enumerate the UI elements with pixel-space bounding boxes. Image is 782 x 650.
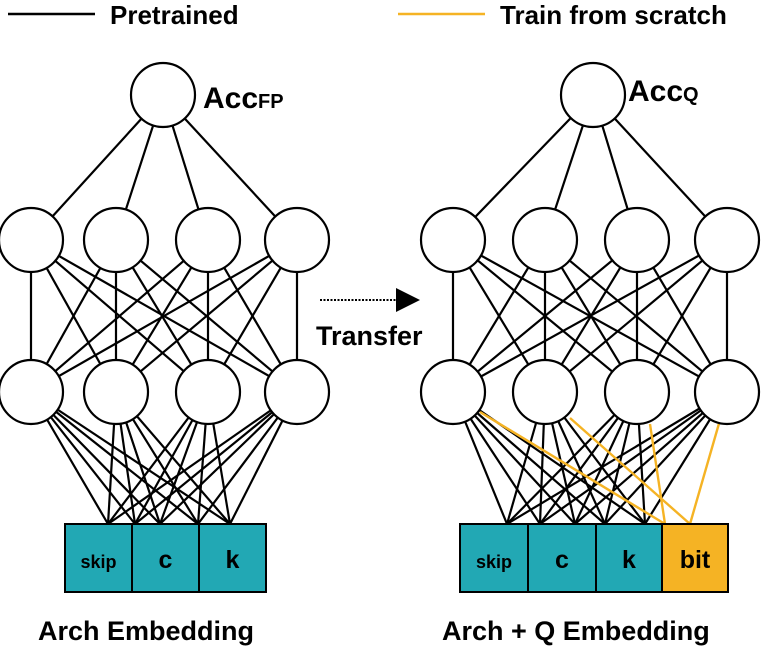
left-edge (30, 239, 209, 393)
right-node (603, 358, 671, 426)
left-node (82, 206, 150, 274)
right-embedding-label-k: k (622, 546, 636, 574)
right-scratch-edges (479, 410, 722, 526)
right-node (511, 358, 579, 426)
left-output-label: AccFP (203, 82, 284, 115)
right-node (511, 206, 579, 274)
right-edge (574, 391, 728, 525)
left-edge (30, 391, 199, 525)
transfer-label: Transfer (316, 321, 423, 351)
right-embedding-cell-bit (661, 523, 729, 593)
left-embedding-cell-skip (64, 523, 133, 593)
right-edge (452, 94, 594, 241)
right-scratch-edge (648, 423, 667, 525)
left-edge (115, 239, 298, 393)
right-embedding-cell-c (527, 523, 597, 593)
right-network-nodes (419, 61, 761, 426)
left-node (0, 358, 65, 426)
left-edge (30, 391, 231, 525)
transfer-arrow (320, 288, 420, 312)
left-edge (107, 391, 298, 525)
legend-pretrained-label: Pretrained (110, 0, 239, 30)
left-network-nodes (0, 61, 331, 426)
left-node (263, 206, 331, 274)
left-node (0, 206, 65, 274)
right-node (419, 358, 487, 426)
right-edge (452, 239, 728, 393)
left-edge (134, 391, 298, 525)
left-embedding-bar: skip c k (64, 523, 267, 593)
right-scratch-edge (569, 417, 691, 525)
left-edge (30, 239, 298, 393)
right-node (559, 61, 627, 129)
right-embedding-label-bit: bit (680, 546, 711, 574)
right-scratch-edge (479, 410, 666, 526)
right-caption: Arch + Q Embedding (442, 616, 710, 646)
left-network-edges (29, 94, 299, 525)
right-node (603, 206, 671, 274)
left-node (263, 358, 331, 426)
left-embedding-cell-c (131, 523, 200, 593)
right-node (419, 206, 487, 274)
right-edge (539, 391, 728, 525)
right-node (693, 206, 761, 274)
right-node (693, 358, 761, 426)
right-embedding-bar: skip c k bit (459, 523, 729, 593)
left-embedding-cell-k (198, 523, 267, 593)
left-node (129, 61, 197, 129)
left-node (82, 358, 150, 426)
right-scratch-edge (688, 419, 722, 525)
left-node (174, 358, 242, 426)
left-caption: Arch Embedding (38, 616, 254, 646)
left-embedding-label-c: c (159, 546, 173, 574)
left-embedding-label-skip: skip (80, 552, 116, 572)
legend-scratch-label: Train from scratch (500, 0, 727, 30)
right-embedding-label-c: c (555, 546, 569, 574)
right-network-edges (451, 94, 729, 525)
left-node (174, 206, 242, 274)
right-edge (452, 391, 606, 525)
left-embedding-label-k: k (226, 546, 240, 574)
right-output-label: AccQ (628, 75, 699, 108)
right-edge (452, 239, 638, 393)
right-edge (544, 239, 728, 393)
right-embedding-label-skip: skip (476, 552, 512, 572)
